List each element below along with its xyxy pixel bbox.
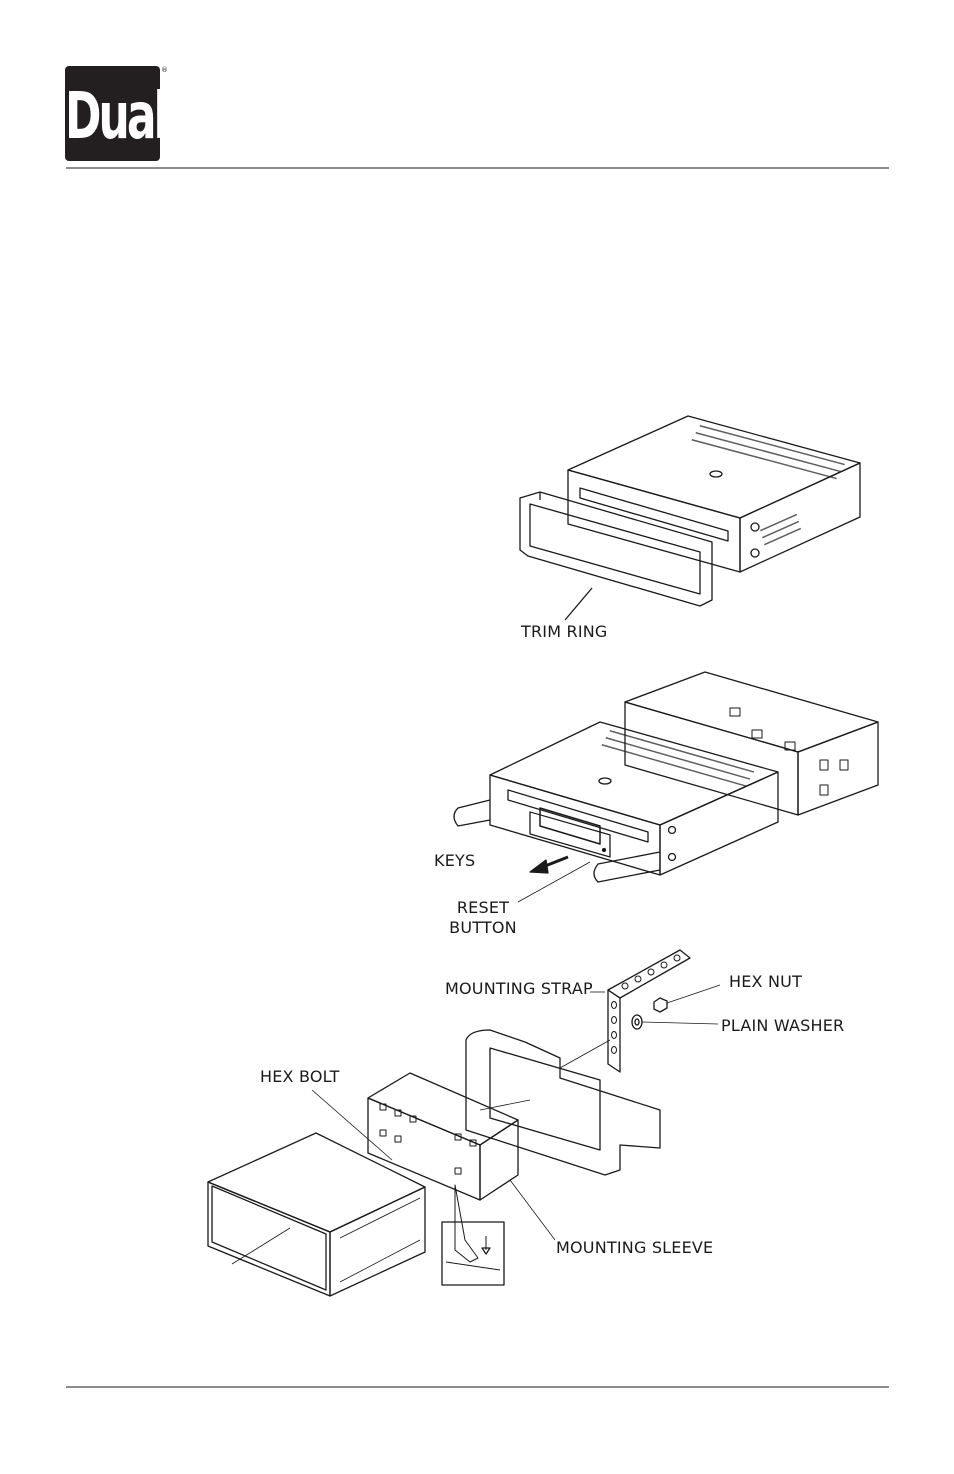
hex-nut-label: HEX NUT bbox=[729, 972, 802, 991]
figure-key-removal bbox=[454, 672, 878, 902]
reset-button-leader bbox=[518, 862, 590, 902]
reset-button-label-line1: RESET bbox=[448, 898, 518, 917]
radio-unit bbox=[208, 1133, 425, 1232]
reset-button-label-line2: BUTTON bbox=[446, 918, 520, 937]
trim-ring-leader bbox=[565, 588, 592, 620]
plain-washer bbox=[632, 1015, 642, 1029]
trim-ring-label: TRIM RING bbox=[521, 622, 608, 641]
keys-label: KEYS bbox=[434, 851, 475, 870]
mounting-strap-label: MOUNTING STRAP bbox=[445, 979, 593, 998]
hex-bolt-label: HEX BOLT bbox=[260, 1067, 340, 1086]
hex-nut bbox=[654, 998, 667, 1012]
hex-bolt-leader bbox=[312, 1090, 392, 1160]
mounting-sleeve-leader bbox=[510, 1180, 555, 1240]
footer-rule bbox=[66, 1386, 889, 1388]
figure-trim-ring-removal bbox=[520, 416, 860, 620]
dashboard-opening bbox=[466, 1030, 660, 1175]
radio-front-face bbox=[568, 470, 740, 572]
plain-washer-label: PLAIN WASHER bbox=[721, 1016, 844, 1035]
removal-key-left bbox=[454, 800, 490, 826]
tab-bend-detail bbox=[442, 1222, 504, 1285]
mounting-sleeve-label: MOUNTING SLEEVE bbox=[556, 1238, 713, 1257]
radio-top-panel bbox=[568, 416, 860, 518]
removal-key-right bbox=[594, 852, 660, 882]
